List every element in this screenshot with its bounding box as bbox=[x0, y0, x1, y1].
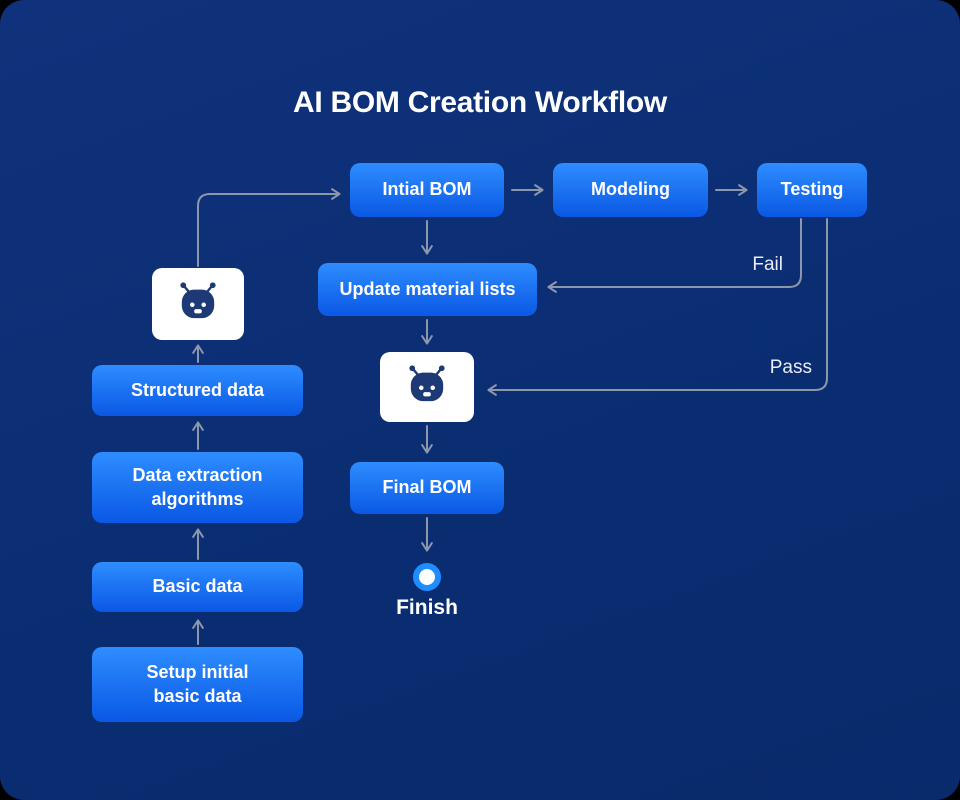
node-initial-bom-label: Intial BOM bbox=[382, 179, 472, 200]
robot-icon bbox=[404, 364, 450, 411]
node-data-extraction-label: Data extraction algorithms bbox=[132, 464, 263, 509]
finish-dot-icon bbox=[413, 563, 441, 591]
finish-label: Finish bbox=[396, 596, 458, 619]
node-structured-data-label: Structured data bbox=[130, 379, 265, 400]
page-title: AI BOM Creation Workflow bbox=[293, 86, 667, 119]
node-modeling: Modeling bbox=[553, 163, 708, 217]
node-testing: Testing bbox=[757, 163, 867, 217]
node-basic-data: Basic data bbox=[92, 562, 303, 612]
node-initial-bom: Intial BOM bbox=[350, 163, 504, 217]
edge-label-fail: Fail bbox=[752, 254, 783, 275]
node-structured-data: Structured data bbox=[92, 365, 303, 416]
edge-robot1-to-initial-bom bbox=[197, 188, 341, 267]
node-setup-initial: Setup initial basic data bbox=[92, 647, 303, 722]
node-robot-2 bbox=[380, 352, 474, 422]
edge-label-pass: Pass bbox=[769, 357, 812, 378]
node-update-material-lists-label: Update material lists bbox=[339, 278, 516, 299]
edge-pass-testing-to-robot2 bbox=[487, 218, 828, 396]
node-testing-label: Testing bbox=[780, 179, 844, 200]
node-modeling-label: Modeling bbox=[591, 179, 670, 200]
node-data-extraction: Data extraction algorithms bbox=[92, 452, 303, 523]
node-robot-1 bbox=[152, 268, 244, 340]
node-final-bom: Final BOM bbox=[350, 462, 504, 514]
node-final-bom-label: Final BOM bbox=[382, 477, 472, 498]
edge-fail-testing-to-update bbox=[547, 218, 802, 293]
node-basic-data-label: Basic data bbox=[152, 576, 243, 597]
node-update-material-lists: Update material lists bbox=[318, 263, 537, 316]
node-setup-initial-label: Setup initial basic data bbox=[146, 661, 249, 706]
robot-icon bbox=[175, 281, 221, 328]
